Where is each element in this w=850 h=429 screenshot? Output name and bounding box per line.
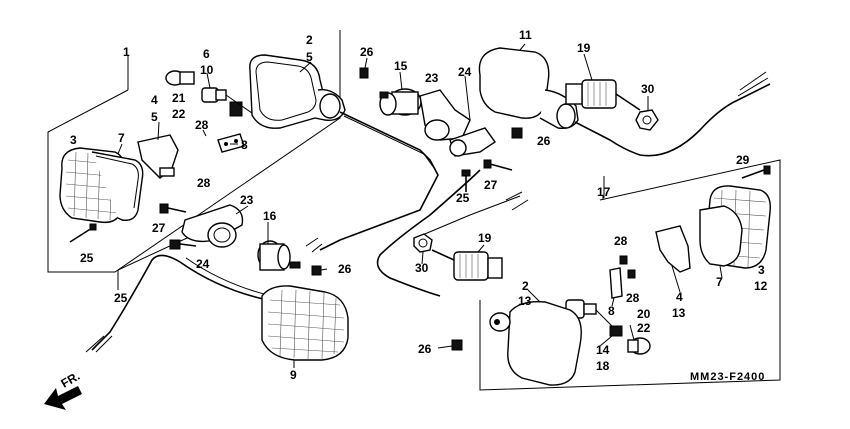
callout-6: 6 bbox=[203, 47, 210, 61]
callout-5: 5 bbox=[306, 50, 313, 64]
callout-7: 7 bbox=[118, 131, 125, 145]
callout-2: 2 bbox=[306, 33, 313, 47]
front-marker-label: FR. bbox=[59, 369, 83, 391]
callout-25: 25 bbox=[80, 251, 94, 265]
group-outline-right-rear bbox=[479, 159, 781, 391]
blinker-rear-upper bbox=[478, 47, 771, 157]
callout-26d: 26 bbox=[418, 342, 432, 356]
leader-lines bbox=[117, 43, 723, 368]
wire-center bbox=[376, 169, 529, 297]
callout-30: 30 bbox=[641, 82, 655, 96]
callout-4: 4 bbox=[151, 93, 158, 107]
stem-23-left bbox=[181, 204, 244, 248]
gasket-left-front bbox=[91, 151, 144, 221]
bulb-right bbox=[627, 337, 651, 355]
callout-3: 3 bbox=[70, 133, 77, 147]
callout-26b: 26 bbox=[338, 262, 352, 276]
callout-13b: 13 bbox=[518, 294, 532, 308]
wire-left-lower bbox=[85, 254, 273, 353]
callout-13: 13 bbox=[672, 306, 686, 320]
screw-29 bbox=[741, 165, 771, 179]
callout-23b: 23 bbox=[425, 71, 439, 85]
nut-30-lower bbox=[413, 233, 433, 253]
bolt-27-left bbox=[159, 203, 187, 214]
stem-24-center bbox=[449, 127, 496, 157]
callout-25b: 25 bbox=[114, 291, 128, 305]
callout-2b: 2 bbox=[522, 279, 529, 293]
nut-30-upper bbox=[635, 109, 659, 131]
screws-28-right bbox=[619, 255, 636, 279]
callout-27: 27 bbox=[152, 221, 166, 235]
callout-8b: 8 bbox=[608, 304, 615, 318]
callout-25c: 25 bbox=[456, 191, 470, 205]
bracket-8-right bbox=[609, 267, 623, 299]
callout-8: 8 bbox=[241, 138, 248, 152]
callout-22: 22 bbox=[172, 107, 186, 121]
callout-19: 19 bbox=[577, 41, 591, 55]
callout-16: 16 bbox=[263, 209, 277, 223]
callout-23: 23 bbox=[240, 193, 254, 207]
callout-18: 18 bbox=[596, 359, 610, 373]
screw-26-left-lower bbox=[311, 265, 322, 276]
callout-17: 17 bbox=[597, 185, 611, 199]
socket-19-lower bbox=[431, 249, 503, 281]
grommet-15 bbox=[379, 88, 422, 116]
callout-30b: 30 bbox=[415, 261, 429, 275]
callout-28c: 28 bbox=[614, 234, 628, 248]
bolt-25-left bbox=[69, 223, 97, 243]
callout-10: 10 bbox=[200, 63, 214, 77]
bolt-27-center bbox=[483, 159, 513, 171]
callout-26: 26 bbox=[360, 45, 374, 59]
callout-28: 28 bbox=[195, 118, 209, 132]
blinker-front-lower bbox=[261, 285, 349, 361]
blinker-rear-lower bbox=[489, 301, 582, 386]
callout-11: 11 bbox=[519, 28, 532, 42]
callout-20: 20 bbox=[637, 307, 651, 321]
socket-left bbox=[201, 87, 263, 121]
front-direction-arrow: FR. bbox=[44, 369, 82, 410]
callout-22b: 22 bbox=[637, 321, 651, 335]
callout-1: 1 bbox=[123, 45, 130, 59]
callouts: 1 2 5 26 6 10 21 22 4 5 28 28 8 3 7 27 2… bbox=[70, 28, 768, 382]
callout-3b: 3 bbox=[758, 263, 765, 277]
diagram-code: MM23-F2400 bbox=[690, 371, 765, 383]
callout-12: 12 bbox=[754, 279, 768, 293]
callout-28d: 28 bbox=[626, 291, 640, 305]
gasket-right-rear bbox=[699, 205, 743, 267]
callout-15: 15 bbox=[394, 59, 408, 73]
callout-19b: 19 bbox=[478, 231, 492, 245]
callout-14: 14 bbox=[596, 343, 610, 357]
callout-9: 9 bbox=[290, 368, 297, 382]
callout-4b: 4 bbox=[676, 290, 683, 304]
socket-cover-right bbox=[655, 225, 691, 273]
callout-24: 24 bbox=[196, 257, 210, 271]
socket-19-upper bbox=[565, 79, 641, 111]
callout-5b: 5 bbox=[151, 110, 158, 124]
bulb-left bbox=[165, 70, 195, 86]
blinker-body-left-front bbox=[249, 54, 439, 253]
screw-26-lower bbox=[451, 339, 463, 351]
socket-cover-left bbox=[137, 134, 179, 179]
callout-24b: 24 bbox=[458, 65, 472, 79]
callout-27b: 27 bbox=[484, 178, 498, 192]
bracket-8-left bbox=[217, 133, 245, 153]
screw-lower-left bbox=[169, 239, 197, 250]
screw-26-center bbox=[511, 127, 523, 139]
callout-29: 29 bbox=[736, 153, 750, 167]
callout-26c: 26 bbox=[537, 134, 551, 148]
callout-28b: 28 bbox=[197, 176, 211, 190]
stem-23-center bbox=[419, 89, 471, 141]
stem-grommet-16 bbox=[257, 240, 301, 271]
screw-26-topleft bbox=[359, 67, 369, 79]
callout-21: 21 bbox=[172, 91, 186, 105]
callout-7b: 7 bbox=[716, 275, 723, 289]
